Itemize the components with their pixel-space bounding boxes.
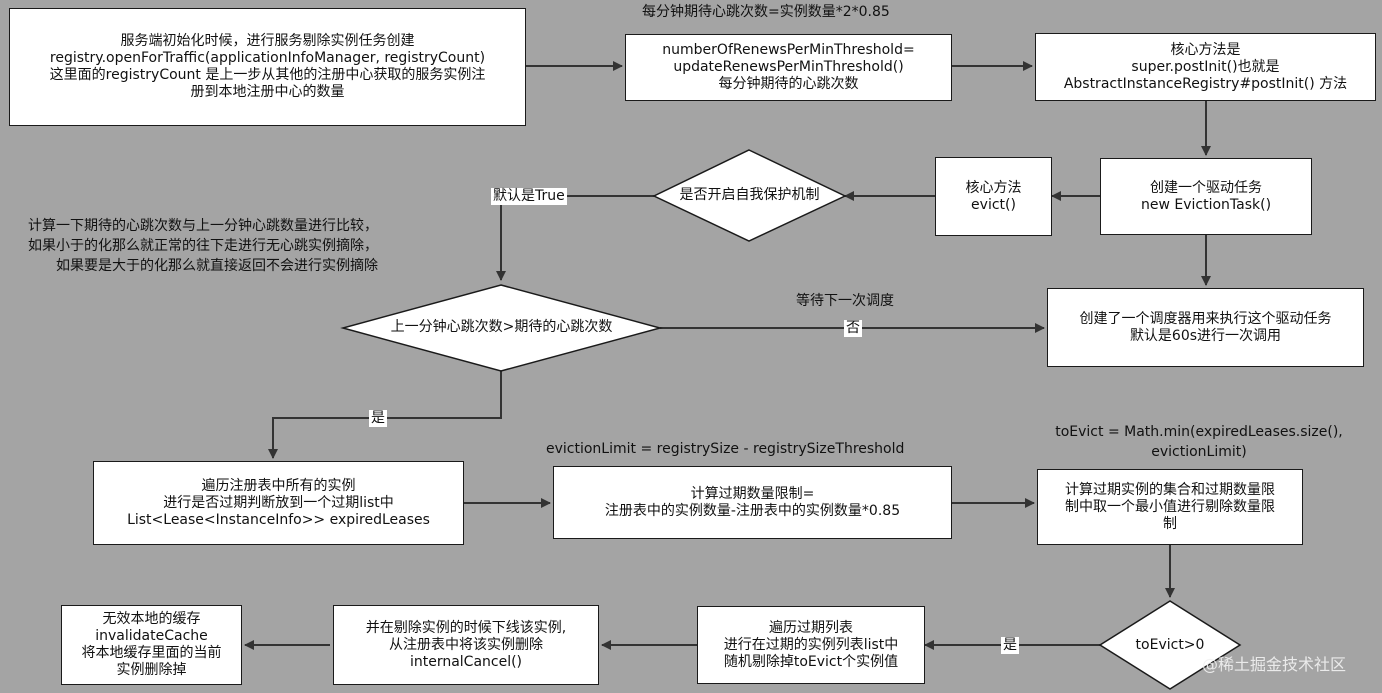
edge-label-default-true: 默认是True [491, 188, 567, 205]
init-box: 服务端初始化时候，进行服务剔除实例任务创建 registry.openForTr… [9, 8, 526, 126]
eviction-limit-note: evictionLimit = registrySize - registryS… [546, 441, 905, 457]
iterate-line-1: 遍历注册表中所有的实例 [201, 477, 356, 494]
compare-explain-line-3: 如果要是大于的化那么就直接返回不会进行实例摘除 [56, 258, 378, 274]
evict-line-2: evict() [971, 196, 1016, 213]
edge-protect-to-compare [496, 195, 654, 281]
decision-protect-diamond [652, 149, 847, 242]
postinit-line-1: 核心方法是 [1170, 41, 1241, 58]
random-line-1: 遍历过期列表 [769, 619, 853, 636]
iterate-line-2: 进行是否过期判断放到一个过期list中 [163, 494, 394, 511]
invalidate-cache-box: 无效本地的缓存 invalidateCache 将本地缓存里面的当前 实例删除掉 [61, 605, 242, 685]
min-line-1: 计算过期实例的集合和过期数量限 [1065, 481, 1275, 498]
edge-compare-yes-to-iterate [268, 371, 502, 459]
internal-cancel-box: 并在剔除实例的时候下线该实例, 从注册表中将该实例删除 internalCanc… [333, 605, 599, 685]
watermark: @稀土掘金技术社区 [1202, 655, 1347, 674]
cache-line-4: 实例删除掉 [116, 662, 187, 678]
timer-line-2: 默认是60s进行一次调用 [1129, 327, 1282, 344]
timer-box: 创建了一个调度器用来执行这个驱动任务 默认是60s进行一次调用 [1047, 288, 1364, 367]
limit-line-2: 注册表中的实例数量-注册表中的实例数量*0.85 [604, 502, 901, 519]
cancel-line-2: 从注册表中将该实例删除 [389, 636, 543, 653]
task-line-2: new EvictionTask() [1140, 196, 1272, 213]
compare-explain-line-2: 如果小于的化那么就正常的往下走进行无心跳实例摘除， [28, 238, 378, 254]
decision-compare-diamond [340, 284, 663, 372]
to-evict-note: toEvict = Math.min(expiredLeases.size(),… [1038, 422, 1360, 462]
postinit-line-3: AbstractInstanceRegistry#postInit() 方法 [1063, 75, 1348, 92]
renews-threshold-box: numberOfRenewsPerMinThreshold= updateRen… [625, 34, 952, 101]
cache-line-2: invalidateCache [95, 628, 208, 644]
edge-label-yes-compare: 是 [369, 410, 387, 427]
renews-line-1: numberOfRenewsPerMinThreshold= [662, 42, 915, 58]
protect-decision-label: 是否开启自我保护机制 [679, 187, 820, 203]
cancel-line-1: 并在剔除实例的时候下线该实例, [365, 619, 567, 636]
random-evict-box: 遍历过期列表 进行在过期的实例列表list中 随机剔除掉toEvict个实例值 [697, 606, 925, 684]
cache-line-3: 将本地缓存里面的当前 [81, 645, 222, 661]
renews-line-2: updateRenewsPerMinThreshold() [673, 59, 904, 75]
task-line-1: 创建一个驱动任务 [1150, 179, 1262, 196]
cache-line-1: 无效本地的缓存 [102, 611, 201, 627]
compare-explain-note: 计算一下期待的心跳次数与上一分钟心跳数量进行比较， 如果小于的化那么就正常的往下… [28, 216, 378, 276]
timer-line-1: 创建了一个调度器用来执行这个驱动任务 [1079, 310, 1332, 327]
eviction-limit-box: 计算过期数量限制= 注册表中的实例数量-注册表中的实例数量*0.85 [553, 466, 952, 539]
edge-label-yes-toevict: 是 [1001, 637, 1019, 654]
evict-line-1: 核心方法 [965, 179, 1022, 196]
eviction-task-box: 创建一个驱动任务 new EvictionTask() [1100, 158, 1312, 235]
init-line-3: 这里面的registryCount 是上一步从其他的注册中心获取的服务实例注 [49, 67, 486, 83]
postinit-box: 核心方法是 super.postInit()也就是 AbstractInstan… [1035, 33, 1376, 101]
toevict-decision-label: toEvict>0 [1135, 637, 1205, 653]
renews-formula-note: 每分钟期待心跳次数=实例数量*2*0.85 [642, 4, 890, 20]
min-line-3: 制 [1163, 515, 1177, 532]
init-line-1: 服务端初始化时候，进行服务剔除实例任务创建 [120, 33, 415, 49]
limit-line-1: 计算过期数量限制= [690, 485, 815, 502]
to-evict-line-1: toEvict = Math.min(expiredLeases.size(), [1055, 424, 1343, 440]
init-line-2: registry.openForTraffic(applicationInfoM… [49, 50, 486, 66]
iterate-registry-box: 遍历注册表中所有的实例 进行是否过期判断放到一个过期list中 List<Lea… [93, 461, 464, 545]
decision-toevict-diamond [1098, 600, 1242, 690]
evict-method-box: 核心方法 evict() [935, 157, 1052, 236]
cancel-line-3: internalCancel() [409, 653, 523, 670]
postinit-line-2: super.postInit()也就是 [1131, 58, 1280, 75]
min-evict-box: 计算过期实例的集合和过期数量限 制中取一个最小值进行剔除数量限 制 [1037, 469, 1303, 545]
compare-decision-label: 上一分钟心跳次数>期待的心跳次数 [390, 319, 613, 335]
compare-explain-line-1: 计算一下期待的心跳次数与上一分钟心跳数量进行比较， [28, 218, 378, 234]
random-line-3: 随机剔除掉toEvict个实例值 [723, 653, 899, 670]
init-line-4: 册到本地注册中心的数量 [190, 84, 345, 100]
min-line-2: 制中取一个最小值进行剔除数量限 [1065, 498, 1275, 515]
random-line-2: 进行在过期的实例列表list中 [723, 636, 899, 653]
to-evict-line-2: evictionLimit) [1151, 444, 1247, 460]
edge-label-no: 否 [844, 320, 862, 337]
wait-next-note: 等待下一次调度 [796, 293, 894, 309]
iterate-line-3: List<Lease<InstanceInfo>> expiredLeases [127, 511, 430, 528]
renews-line-3: 每分钟期待的心跳次数 [718, 76, 859, 92]
